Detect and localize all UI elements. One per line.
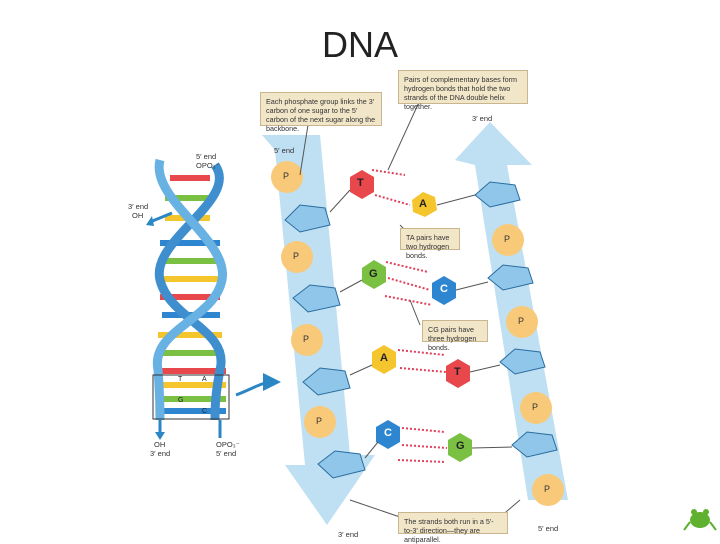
base-adenine [412, 192, 437, 217]
deoxyribose-sugar [284, 204, 331, 233]
phosphate-label: P [316, 416, 323, 426]
glycosidic-bond [364, 441, 379, 459]
mini-pair-letter: A [202, 376, 207, 383]
mini-pair-letter: C [202, 408, 208, 415]
helix-top-arrowhead [146, 216, 154, 226]
deoxyribose-sugar [511, 431, 558, 458]
base-letter: G [369, 268, 378, 280]
base-guanine [448, 433, 472, 462]
mini-end-label: OH [154, 440, 166, 449]
strand-end-label: 3′ end [472, 114, 493, 123]
mini-pair-letter: G [178, 397, 184, 404]
mini-end-label: 5′ end [216, 449, 237, 458]
strand-end-label: 3′ end [338, 530, 359, 539]
zoom-arrow [235, 373, 281, 397]
phosphate-group [520, 392, 552, 424]
hydrogen-bond [387, 277, 431, 291]
phosphate-group [532, 474, 564, 506]
phosphate-label: P [303, 334, 310, 344]
base-letter: A [380, 352, 388, 364]
base-cytosine [432, 276, 456, 305]
glycosidic-bonds [329, 189, 513, 459]
mini-end-label: OPO₃⁻ [216, 440, 240, 449]
hydrogen-bond [401, 427, 446, 433]
phosphate-group [291, 324, 323, 356]
callout-ta-pairs: TA pairs have two hydrogen bonds. [400, 228, 460, 260]
helix-zoom-box [152, 374, 230, 420]
base-letter: T [454, 366, 461, 378]
helix-backbone-a [154, 162, 226, 421]
base-guanine [362, 260, 386, 289]
mini-end-label: 3′ end [128, 202, 149, 211]
mini-pair-letter: T [178, 376, 183, 383]
helix-bottom-arrowhead [155, 432, 165, 440]
callout-pointer [349, 499, 401, 518]
mini-end-label: 5′ end [196, 152, 217, 161]
glycosidic-bond [329, 189, 351, 213]
phosphate-label: P [283, 171, 290, 181]
glycosidic-bond [436, 194, 476, 206]
base-letter: A [419, 198, 427, 210]
page-title: DNA [321, 24, 398, 65]
mini-end-label: 3′ end [150, 449, 171, 458]
strand-end-label: 5′ end [538, 524, 559, 533]
glycosidic-bond [349, 364, 373, 376]
hydrogen-bond [374, 194, 411, 206]
hydrogen-bond [397, 459, 446, 463]
phosphate-group [492, 224, 524, 256]
base-letter: T [357, 177, 364, 189]
glycosidic-bond [469, 364, 501, 373]
helix-backbone-b [152, 158, 227, 421]
deoxyribose-sugar [302, 367, 351, 396]
callout-pointer [387, 99, 421, 171]
hydrogen-bond [371, 169, 406, 176]
callout-phosphate-linkage: Each phosphate group links the 3′ carbon… [260, 92, 382, 133]
hydrogen-bond [385, 261, 429, 273]
base-letter: C [384, 427, 392, 439]
right-backbone [474, 181, 564, 506]
mini-end-label: OPO₃⁻ [196, 161, 220, 170]
phosphate-group [506, 306, 538, 338]
deoxyribose-sugar [474, 181, 521, 208]
hydrogen-bonds [371, 169, 448, 463]
callout-complementary-pairs: Pairs of complementary bases form hydrog… [398, 70, 528, 111]
phosphate-label: P [532, 402, 539, 412]
phosphate-label: P [544, 484, 551, 494]
deoxyribose-sugar [487, 264, 534, 291]
phosphate-label: P [504, 234, 511, 244]
phosphate-group [271, 161, 303, 193]
deoxyribose-sugar [292, 284, 341, 313]
glycosidic-bond [455, 281, 489, 291]
base-thymine [446, 359, 470, 388]
mini-end-label: OH [132, 211, 144, 220]
glycosidic-bond [471, 446, 513, 449]
strand-end-label: 5′ end [274, 146, 295, 155]
phosphate-group [304, 406, 336, 438]
hydrogen-bond [401, 444, 448, 449]
callout-pointer [299, 124, 309, 176]
phosphate-label: P [293, 251, 300, 261]
callout-cg-pairs: CG pairs have three hydrogen bonds. [422, 320, 488, 352]
hydrogen-bond [384, 295, 433, 306]
callout-pointer [409, 299, 421, 326]
base-cytosine [376, 420, 400, 449]
frog-logo-icon [683, 509, 717, 531]
phosphate-group [281, 241, 313, 273]
callout-antiparallel: The strands both run in a 5′-to-3′ direc… [398, 512, 508, 544]
hydrogen-bond [399, 367, 447, 373]
base-letter: C [440, 283, 448, 295]
base-adenine [372, 345, 396, 374]
deoxyribose-sugar [317, 450, 366, 479]
phosphate-label: P [518, 316, 525, 326]
helix-top-arrow-line [149, 211, 173, 224]
bases [350, 170, 472, 462]
base-letter: G [456, 440, 465, 452]
deoxyribose-sugar [499, 348, 546, 375]
double-helix-illustration [146, 158, 281, 440]
left-backbone [271, 161, 366, 479]
base-thymine [350, 170, 374, 199]
glycosidic-bond [339, 279, 363, 293]
